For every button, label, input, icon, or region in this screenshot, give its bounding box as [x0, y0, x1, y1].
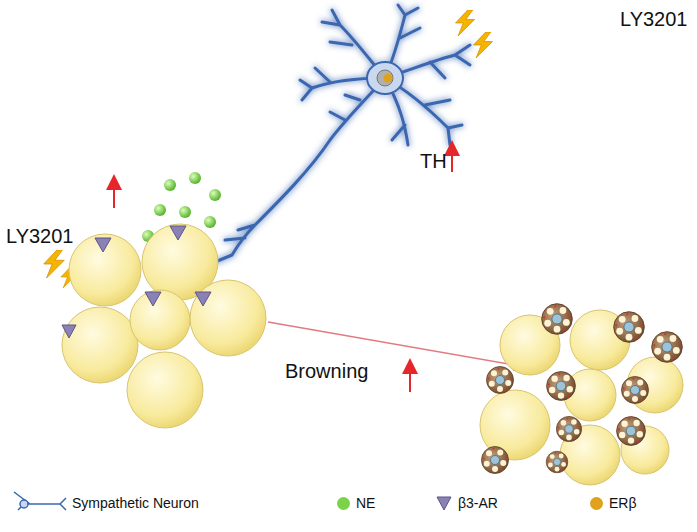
sympathetic-neuron: [215, 5, 470, 262]
b3ar-receptors: [62, 226, 211, 338]
drug-label: LY3201: [620, 8, 687, 30]
beige-adipocytes: [480, 310, 683, 485]
process-label: Browning: [285, 360, 368, 382]
er-beta: [384, 74, 393, 83]
drug-label: TH: [420, 150, 447, 172]
up-arrow: [451, 148, 453, 172]
legend-swatch: [590, 497, 603, 510]
legend-text: NE: [356, 496, 375, 511]
process-arrow: [268, 322, 520, 366]
legend-text: ERβ: [609, 496, 637, 511]
drug-label: LY3201: [6, 225, 73, 247]
nucleus: [377, 70, 393, 86]
brown-cells: [482, 304, 683, 474]
white-adipocytes: [62, 224, 266, 428]
legend-swatch: [337, 497, 350, 510]
legend-text: Sympathetic Neuron: [72, 496, 199, 511]
legend-text: β3-AR: [458, 496, 498, 511]
legend-triangle: [437, 497, 451, 510]
legend-neuron-icon: [14, 492, 66, 510]
